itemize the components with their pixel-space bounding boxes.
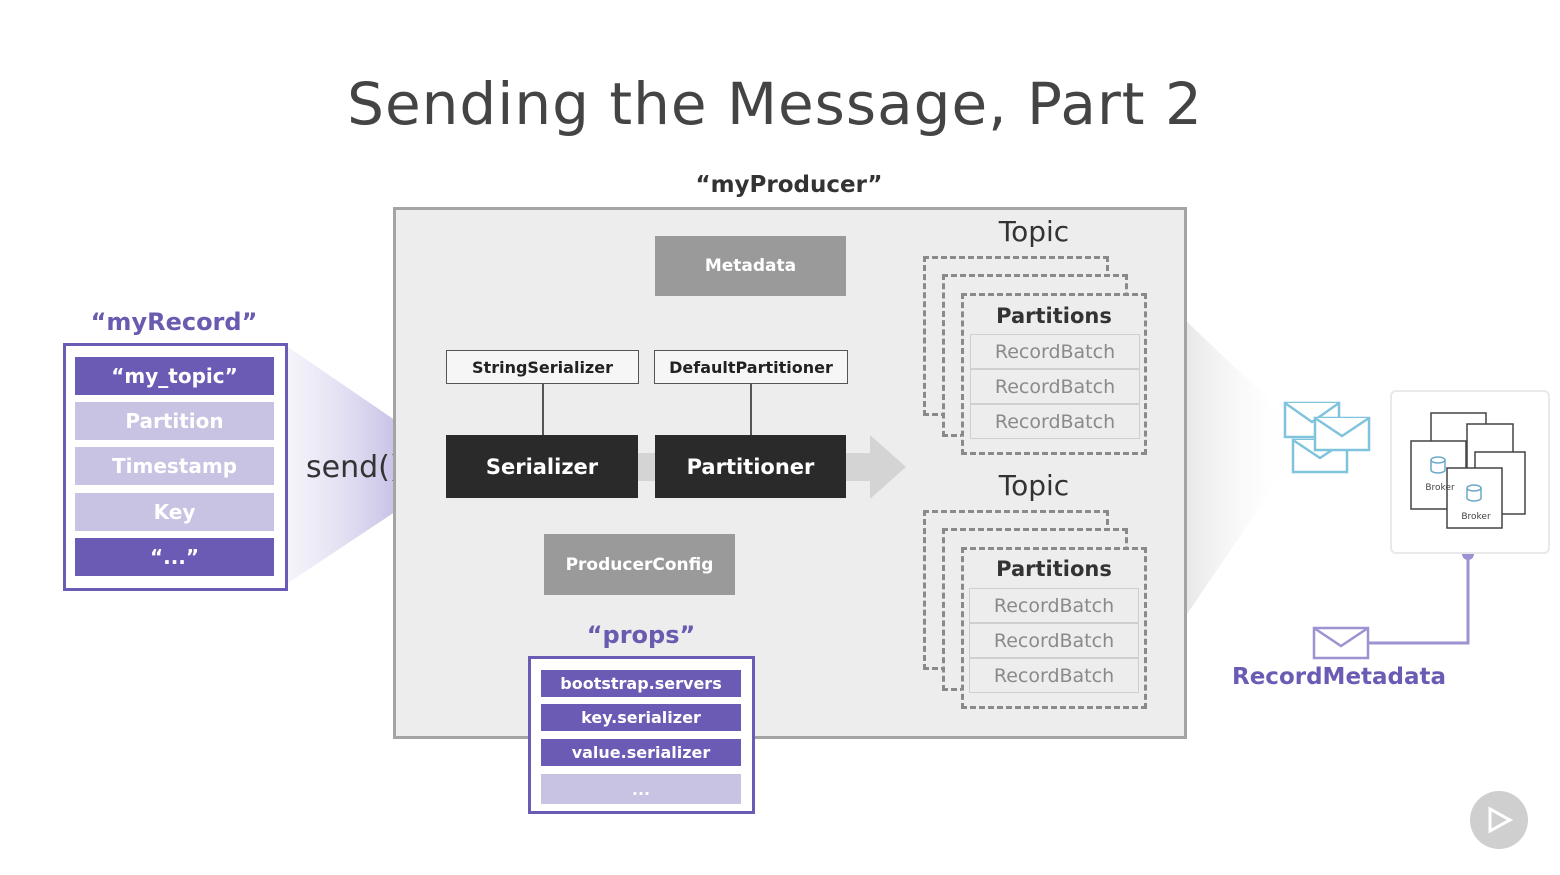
page-title: Sending the Message, Part 2 (347, 70, 1203, 138)
broker-label: Broker (1425, 483, 1455, 493)
record-box: “my_topic” Partition Timestamp Key “...” (63, 343, 288, 591)
play-button[interactable] (1470, 791, 1528, 849)
partitioner-connector (750, 384, 752, 435)
record-batch: RecordBatch (970, 404, 1140, 439)
record-batch: RecordBatch (969, 658, 1139, 693)
record-field-partition: Partition (75, 402, 274, 440)
broker-servers-icon (1410, 412, 1526, 529)
record-label: “myRecord” (90, 308, 258, 336)
topic-label: Topic (998, 215, 1070, 248)
record-field-topic: “my_topic” (75, 357, 274, 395)
record-metadata-label: RecordMetadata (1232, 664, 1447, 690)
partitions-box: Partitions RecordBatch RecordBatch Recor… (961, 293, 1147, 455)
prop-value-serializer: value.serializer (541, 739, 741, 766)
output-beam (1183, 318, 1285, 620)
messages-envelope-icon (1283, 401, 1371, 474)
record-batch: RecordBatch (970, 369, 1140, 404)
record-batch: RecordBatch (969, 588, 1139, 623)
metadata-box: Metadata (655, 236, 846, 296)
string-serializer-box: StringSerializer (446, 350, 639, 384)
send-label: send() (306, 450, 402, 485)
producer-config-box: ProducerConfig (544, 534, 735, 595)
prop-more: ... (541, 774, 741, 804)
topic-label: Topic (998, 469, 1070, 502)
partitions-label: Partitions (996, 304, 1112, 328)
record-batch: RecordBatch (969, 623, 1139, 658)
props-box: bootstrap.servers key.serializer value.s… (528, 656, 755, 814)
serializer-box: Serializer (446, 435, 638, 498)
record-field-key: Key (75, 493, 274, 531)
partitions-label: Partitions (996, 557, 1112, 581)
producer-label: “myProducer” (695, 172, 883, 198)
record-metadata-envelope-icon (1312, 626, 1370, 660)
broker-label: Broker (1461, 512, 1491, 522)
record-field-value: “...” (75, 538, 274, 576)
props-label: “props” (586, 621, 696, 649)
record-field-timestamp: Timestamp (75, 447, 274, 485)
partitioner-box: Partitioner (655, 435, 846, 498)
play-icon (1488, 806, 1514, 834)
return-line (1352, 556, 1470, 645)
prop-bootstrap-servers: bootstrap.servers (541, 670, 741, 697)
serializer-connector (542, 384, 544, 435)
prop-key-serializer: key.serializer (541, 704, 741, 731)
default-partitioner-box: DefaultPartitioner (654, 350, 848, 384)
send-beam (285, 345, 446, 585)
partitions-box: Partitions RecordBatch RecordBatch Recor… (961, 547, 1147, 709)
record-batch: RecordBatch (970, 334, 1140, 369)
